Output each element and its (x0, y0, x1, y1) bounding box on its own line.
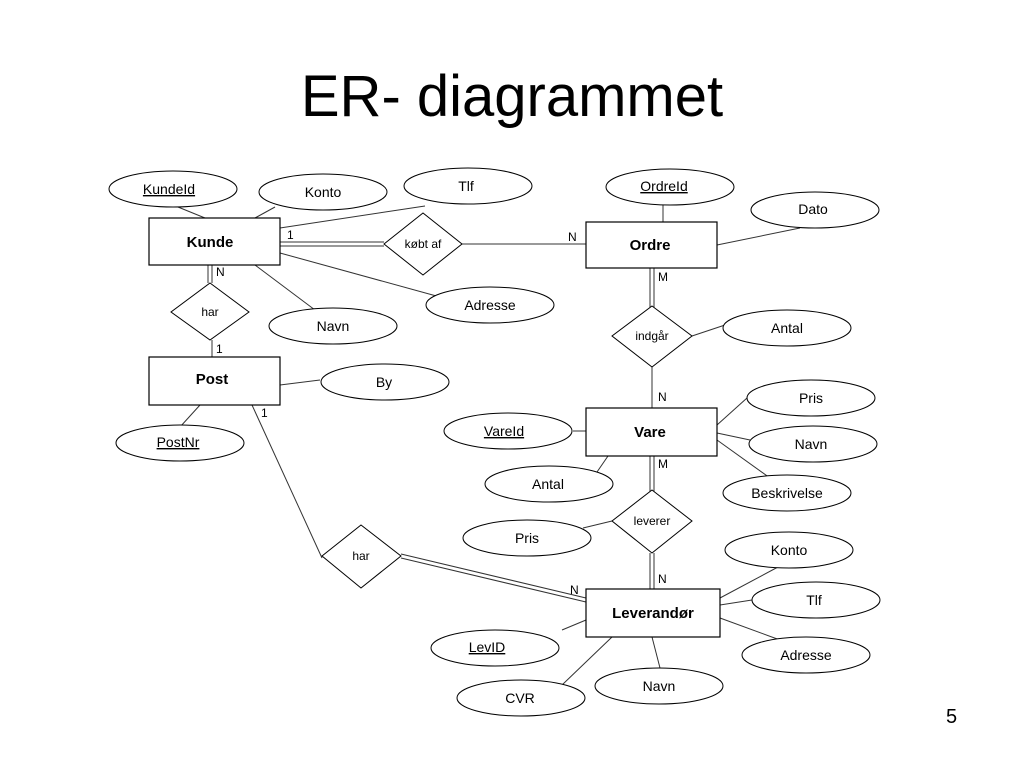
connector-post-by (279, 379, 321, 386)
connector-vare-navn (716, 432, 751, 441)
attribute-kunde-adresse-label: Adresse (464, 297, 516, 313)
attribute-vare-antal-label: Antal (532, 476, 564, 492)
attribute-kunde-navn-label: Navn (317, 318, 350, 334)
relationship-har-post-leverandor-label: har (352, 549, 369, 563)
relationship-har-post-leverandor (321, 524, 402, 589)
attribute-lev-adresse-label: Adresse (780, 647, 832, 663)
attribute-postnr-label: PostNr (157, 434, 200, 450)
connector-ordre-dato (716, 227, 801, 246)
connector-kunde-tlf (279, 205, 426, 229)
attribute-leverer-pris (462, 519, 592, 557)
attribute-vare-navn-label: Navn (795, 436, 828, 452)
attribute-lev-konto-label: Konto (771, 542, 808, 558)
attribute-post-by-label: By (376, 374, 392, 390)
connector-leverer-pris (582, 520, 613, 529)
attribute-kunde-tlf-label: Tlf (458, 178, 474, 194)
connector-indgar-antal (691, 324, 726, 337)
attribute-lev-adresse (741, 636, 871, 674)
cardinality-vare-leverer: M (658, 457, 668, 471)
entity-kunde (148, 217, 281, 266)
relationship-kobt-af-label: købt af (405, 237, 442, 251)
cardinality-ordre-indgar: M (658, 270, 668, 284)
attribute-vareid-label: VareId (484, 423, 524, 439)
attribute-postnr (115, 424, 245, 462)
entity-post (148, 356, 281, 406)
cardinality-leverandor-leverer: N (658, 572, 667, 586)
connector-lev-tlf (719, 599, 753, 606)
attribute-ordre-dato (750, 191, 880, 229)
connector-kunde-kundeid (177, 206, 206, 219)
entity-vare (585, 407, 718, 457)
connector-vare-antal (596, 455, 609, 473)
attribute-lev-tlf-label: Tlf (806, 592, 822, 608)
connector-lev-adresse (719, 617, 781, 641)
attribute-kunde-konto (258, 173, 388, 211)
entity-post-label: Post (196, 371, 229, 388)
connector-har2-leverandor (400, 553, 587, 599)
connector-lev-cvr (561, 636, 613, 686)
entity-kunde-label: Kunde (187, 234, 234, 251)
attribute-lev-navn-label: Navn (643, 678, 676, 694)
cardinality-kunde-kobt-af: 1 (287, 228, 294, 242)
attribute-kunde-tlf (403, 167, 533, 205)
attribute-kunde-navn (268, 307, 398, 345)
entity-leverandor-label: Leverandør (612, 605, 694, 622)
connector-kunde-navn (254, 264, 316, 311)
entity-vare-label: Vare (634, 424, 666, 441)
connector-kunde-konto (254, 206, 276, 219)
relationship-kobt-af (383, 212, 463, 276)
attribute-lev-konto (724, 531, 854, 569)
attribute-vare-beskrivelse-label: Beskrivelse (751, 485, 823, 501)
attribute-ordre-dato-label: Dato (798, 201, 828, 217)
attribute-vareid (443, 412, 573, 450)
connector-post-har2 (251, 404, 323, 559)
attribute-lev-cvr-label: CVR (505, 690, 535, 706)
connector-lev-konto (719, 566, 779, 599)
attribute-leverer-pris-label: Pris (515, 530, 539, 546)
page-number: 5 (946, 706, 958, 728)
attribute-kundeid (108, 170, 238, 208)
attribute-vare-pris (746, 379, 876, 417)
cardinality-post-har-lev: 1 (261, 406, 268, 420)
attribute-post-by (320, 363, 450, 401)
relationship-indgar-label: indgår (635, 329, 668, 343)
cardinality-post-har: 1 (216, 342, 223, 356)
relationship-har-kunde-post-label: har (201, 305, 218, 319)
attribute-lev-navn (594, 667, 724, 705)
connector-kunde-adresse (279, 252, 441, 298)
attribute-kunde-konto-label: Konto (305, 184, 342, 200)
slide-title: ER- diagrammet (300, 64, 724, 129)
attribute-lev-tlf (751, 581, 881, 619)
attribute-indgar-antal (722, 309, 852, 347)
connector-vare-pris (716, 397, 748, 426)
attribute-ordreid-label: OrdreId (640, 178, 687, 194)
cardinality-ordre-kobt-af: N (568, 230, 577, 244)
attribute-vare-beskrivelse (722, 474, 852, 512)
attribute-vare-antal (484, 465, 614, 503)
relationship-leverer (611, 489, 693, 554)
attribute-kunde-adresse (425, 286, 555, 324)
entity-ordre-label: Ordre (630, 237, 671, 254)
entity-leverandor (585, 588, 721, 638)
attribute-kundeid-label: KundeId (143, 181, 195, 197)
attribute-lev-cvr (456, 679, 586, 717)
connector-lev-levid (561, 619, 587, 631)
attribute-vare-pris-label: Pris (799, 390, 823, 406)
attribute-levid (430, 629, 560, 667)
attribute-vare-navn (748, 425, 878, 463)
cardinality-kunde-har: N (216, 265, 225, 279)
entity-ordre (585, 221, 718, 269)
relationship-leverer-label: leverer (634, 514, 671, 528)
relationship-indgar (611, 305, 693, 368)
cardinality-leverandor-har: N (570, 583, 579, 597)
cardinality-vare-indgar: N (658, 390, 667, 404)
relationship-har-kunde-post (170, 282, 250, 341)
connector-post-postnr (179, 404, 201, 428)
attribute-levid-label: LevID (469, 639, 506, 655)
attribute-indgar-antal-label: Antal (771, 320, 803, 336)
connector-vare-beskrivelse (716, 439, 771, 479)
connector-lev-navn (651, 636, 661, 669)
attribute-ordreid (605, 168, 735, 206)
